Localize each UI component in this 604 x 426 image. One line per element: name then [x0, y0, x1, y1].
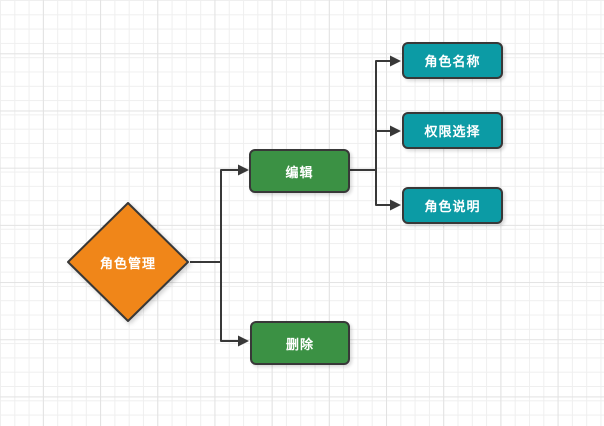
- arrowhead-icon: [390, 55, 401, 67]
- arrowhead-icon: [390, 125, 401, 137]
- node-label: 删除: [285, 336, 314, 352]
- node-edit[interactable]: 编辑: [249, 149, 350, 193]
- arrowhead-icon: [238, 335, 249, 347]
- node-label: 编辑: [285, 164, 314, 180]
- node-role-name[interactable]: 角色名称: [402, 42, 503, 79]
- edge-role-management-delete[interactable]: [220, 262, 249, 347]
- node-role-management[interactable]: 角色管理: [68, 203, 188, 321]
- node-label: 权限选择: [424, 124, 481, 139]
- node-label: 角色名称: [424, 54, 481, 69]
- node-delete[interactable]: 删除: [250, 321, 350, 365]
- node-label: 角色说明: [424, 199, 481, 214]
- edge-edit-role-name[interactable]: [350, 55, 401, 171]
- node-permission-select[interactable]: 权限选择: [402, 112, 503, 149]
- arrowhead-icon: [390, 199, 401, 211]
- node-role-management-shape[interactable]: [67, 202, 189, 322]
- arrowhead-icon: [238, 164, 249, 176]
- edge-edit-role-description[interactable]: [375, 170, 401, 211]
- edge-edit-permission-select[interactable]: [375, 125, 401, 171]
- edge-role-management-edit[interactable]: [190, 164, 249, 263]
- node-role-description[interactable]: 角色说明: [402, 187, 503, 224]
- node-label: 角色管理: [99, 255, 156, 271]
